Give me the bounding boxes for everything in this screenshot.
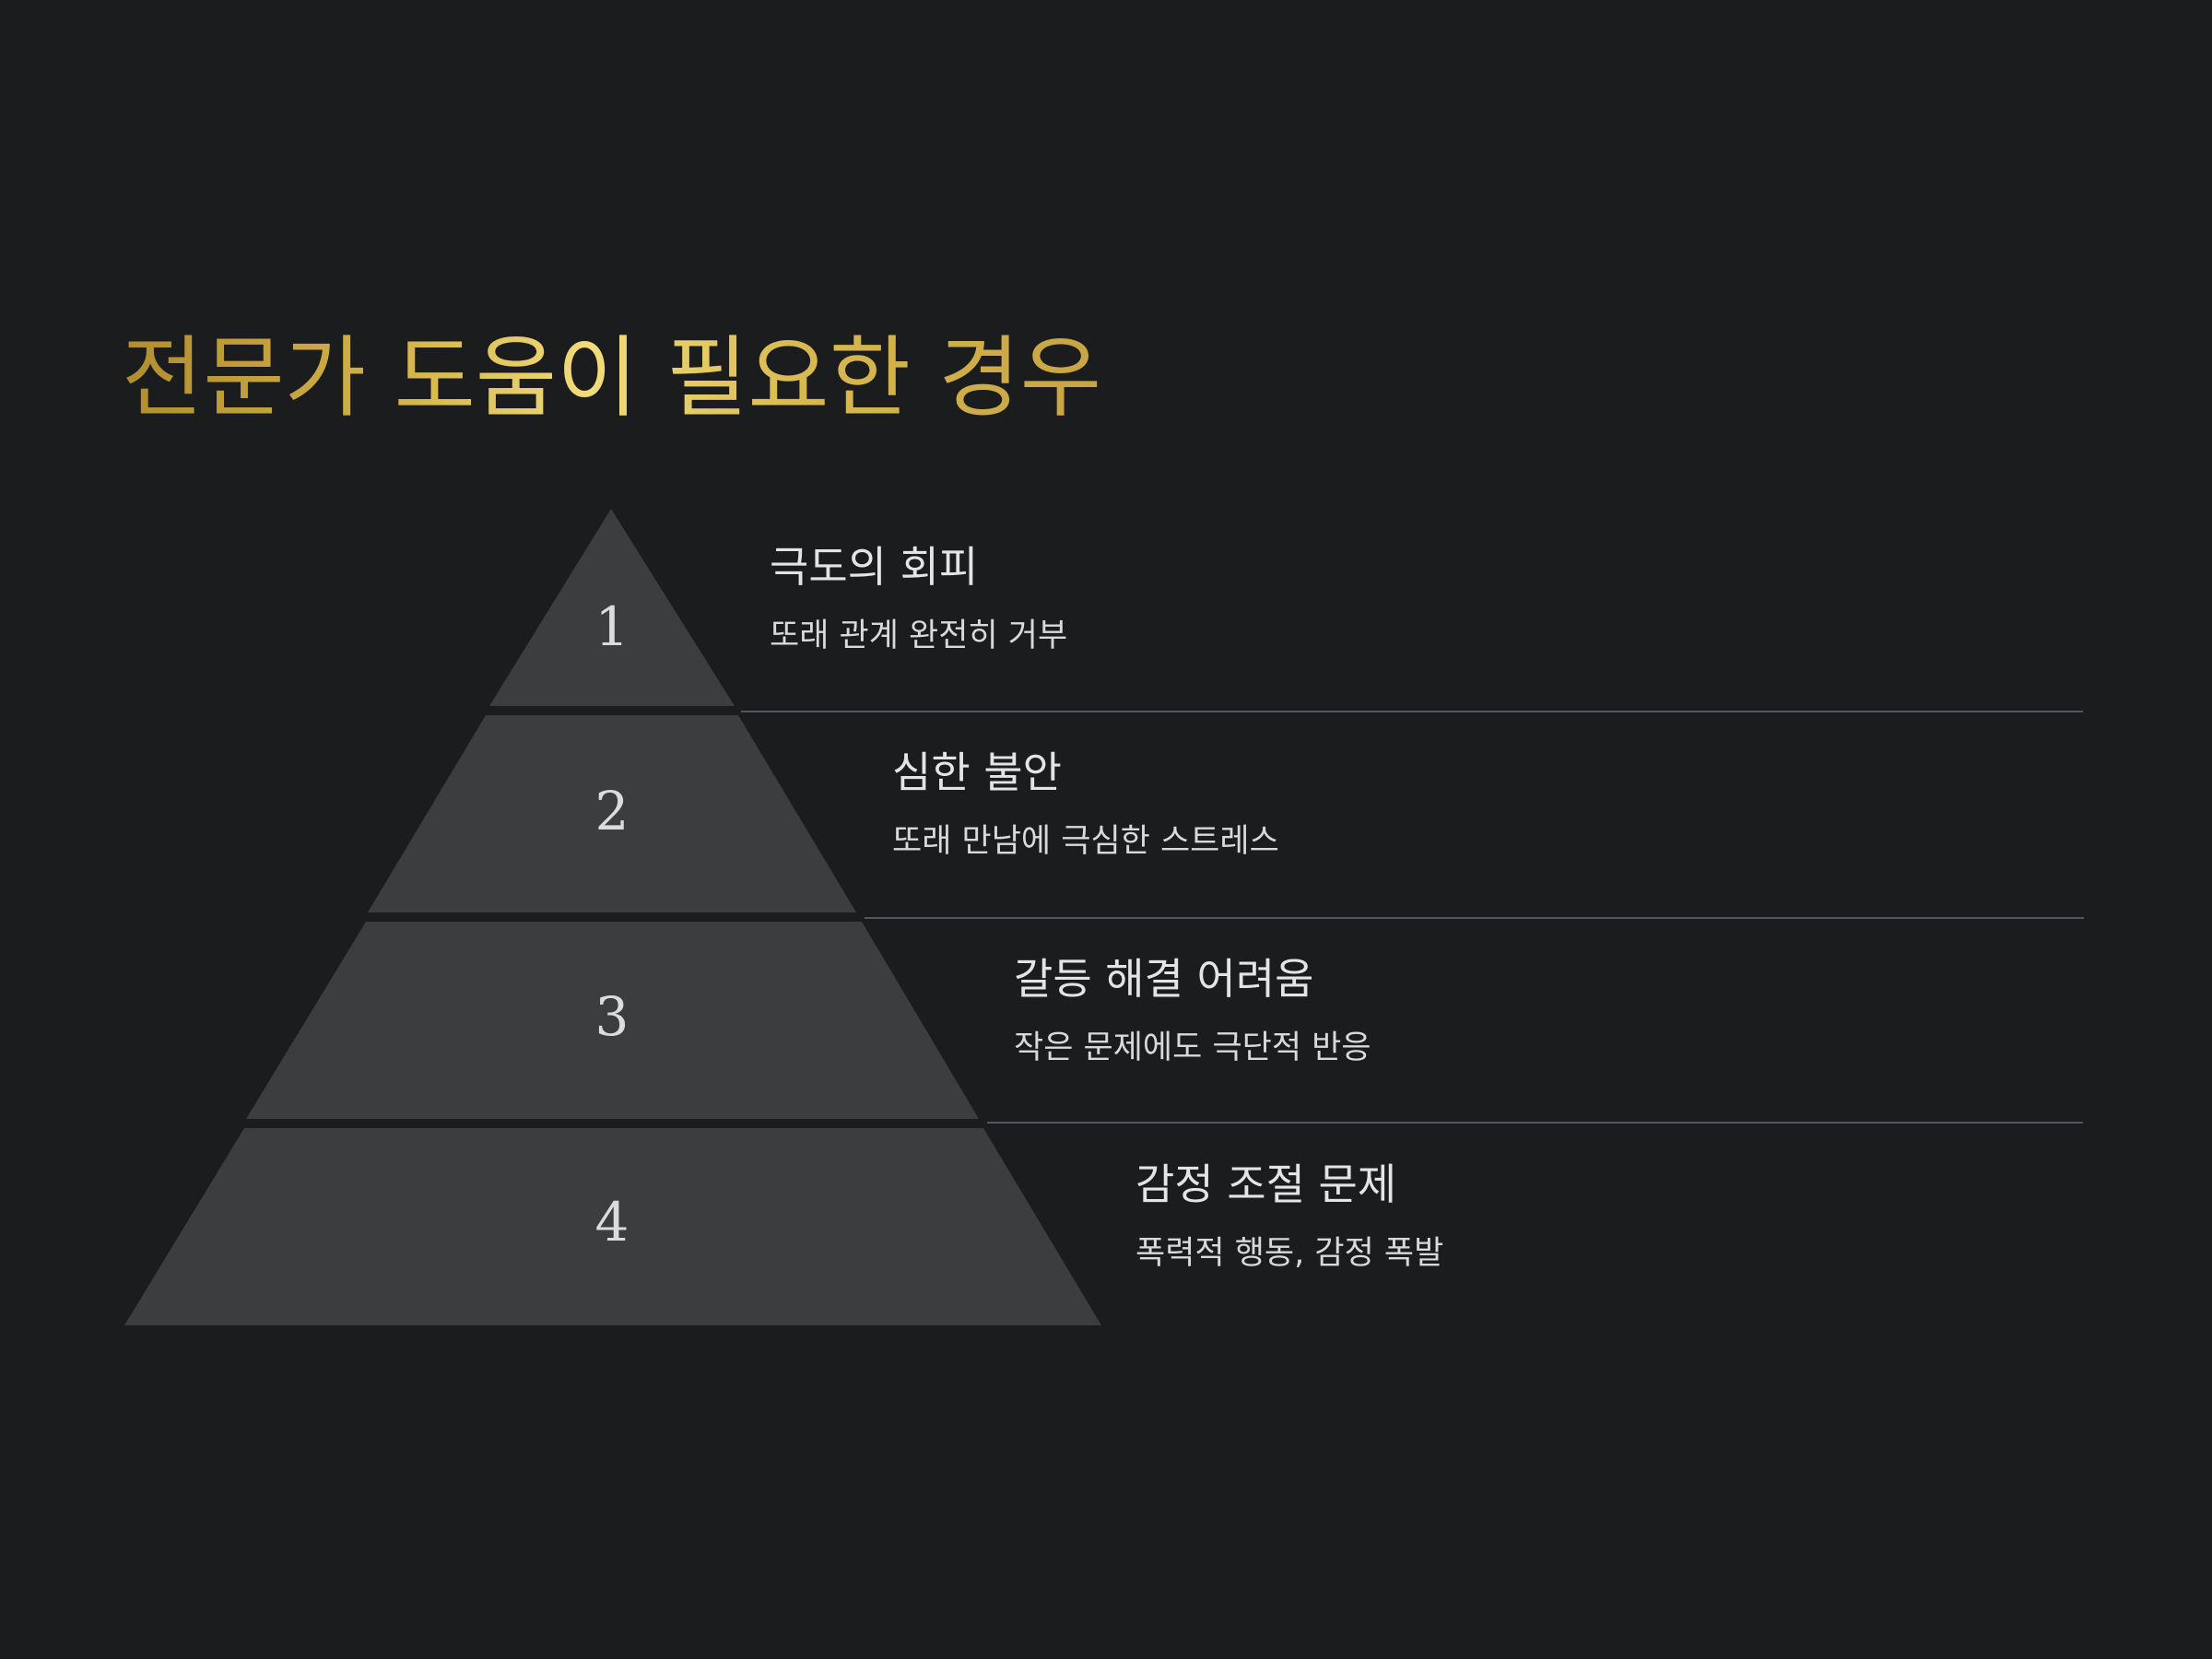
level-description: 또래 만남에 극심한 스트레스 xyxy=(892,823,1279,860)
level-title: 갈등 해결 어려움 xyxy=(1014,954,1314,1004)
divider-line xyxy=(741,711,2083,712)
level-title: 심한 불안 xyxy=(892,747,1062,797)
level-description: 폭력적 행동, 감정 폭발 xyxy=(1135,1235,1444,1272)
level-title: 극도의 회피 xyxy=(770,542,979,592)
pyramid-level-number: 2 xyxy=(595,780,629,842)
slide-title: 전문가 도움이 필요한 경우 xyxy=(122,323,1101,433)
level-title: 감정 조절 문제 xyxy=(1135,1159,1397,1209)
level-item-4: 감정 조절 문제 폭력적 행동, 감정 폭발 xyxy=(1135,1159,1443,1274)
level-item-3: 갈등 해결 어려움 작은 문제에도 극단적 반응 xyxy=(1014,953,1371,1068)
pyramid-level-4 xyxy=(124,1128,1101,1325)
level-description: 작은 문제에도 극단적 반응 xyxy=(1014,1030,1371,1066)
pyramid-level-number: 3 xyxy=(595,985,629,1048)
level-item-1: 극도의 회피 또래 관계 완전히 거부 xyxy=(770,541,1067,656)
pyramid-level-2 xyxy=(368,715,856,912)
divider-line xyxy=(865,917,2084,919)
pyramid-level-3 xyxy=(246,922,979,1119)
pyramid-level-number: 4 xyxy=(595,1191,629,1253)
pyramid-level-1 xyxy=(489,509,735,706)
level-item-2: 심한 불안 또래 만남에 극심한 스트레스 xyxy=(892,747,1279,862)
pyramid-level-number: 1 xyxy=(595,595,629,658)
level-description: 또래 관계 완전히 거부 xyxy=(770,618,1068,654)
divider-line xyxy=(987,1122,2083,1124)
